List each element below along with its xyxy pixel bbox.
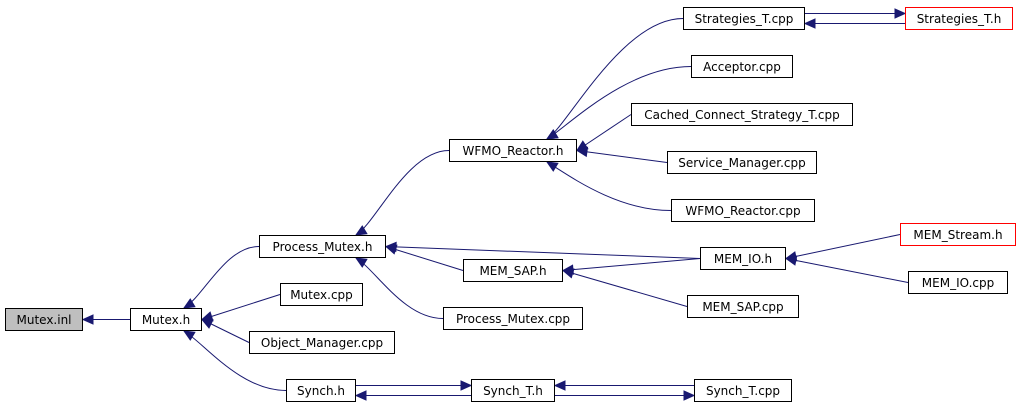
edge-process-mutex-h-to-mutex-h xyxy=(182,246,260,309)
node-strategies-t-h[interactable]: Strategies_T.h xyxy=(905,7,1013,30)
arrowhead-icon xyxy=(545,129,559,140)
node-mutex-cpp[interactable]: Mutex.cpp xyxy=(280,283,363,306)
arrowhead-icon xyxy=(683,390,696,401)
node-mem-sap-cpp[interactable]: MEM_SAP.cpp xyxy=(687,295,799,318)
edge-mem-io-cpp-to-mem-io-h xyxy=(784,255,909,283)
node-mem-stream-h[interactable]: MEM_Stream.h xyxy=(900,223,1016,246)
arrowhead-icon xyxy=(81,314,94,325)
node-mutex-h[interactable]: Mutex.h xyxy=(130,308,202,331)
arrowhead-icon xyxy=(545,161,559,172)
node-acceptor-cpp[interactable]: Acceptor.cpp xyxy=(691,55,793,78)
arrowhead-icon xyxy=(784,255,798,266)
arrowhead-icon xyxy=(354,390,367,401)
edge-mutex-h-to-mutex-inl xyxy=(81,314,130,325)
node-service-manager-cpp[interactable]: Service_Manager.cpp xyxy=(667,151,817,174)
arrowhead-icon xyxy=(553,380,566,391)
edge-object-manager-cpp-to-mutex-h xyxy=(200,318,250,343)
edge-strategies-t-cpp-to-strategies-t-h xyxy=(805,8,907,19)
arrowhead-icon xyxy=(575,146,589,158)
arrowhead-icon xyxy=(894,8,907,19)
edge-strategies-t-h-to-strategies-t-cpp xyxy=(803,18,905,29)
node-cached-connect-strategy-t-cpp[interactable]: Cached_Connect_Strategy_T.cpp xyxy=(631,103,853,126)
edge-cached-connect-strategy-t-cpp-to-wfmo-reactor-h xyxy=(575,114,632,152)
node-wfmo-reactor-cpp[interactable]: WFMO_Reactor.cpp xyxy=(671,199,815,222)
node-strategies-t-cpp[interactable]: Strategies_T.cpp xyxy=(683,7,805,30)
arrowhead-icon xyxy=(354,225,368,236)
arrowhead-icon xyxy=(200,318,214,329)
edge-synch-h-to-mutex-h xyxy=(182,330,287,391)
node-mem-sap-h[interactable]: MEM_SAP.h xyxy=(463,259,563,282)
arrowhead-icon xyxy=(182,330,196,341)
arrowhead-icon xyxy=(460,380,473,391)
edge-synch-t-h-to-synch-t-cpp xyxy=(555,390,696,401)
edge-mem-io-h-to-mem-sap-h xyxy=(561,258,701,275)
node-synch-t-h[interactable]: Synch_T.h xyxy=(471,379,555,402)
edge-synch-h-to-synch-t-h xyxy=(356,380,473,391)
edge-synch-t-cpp-to-synch-t-h xyxy=(553,380,694,391)
arrowhead-icon xyxy=(803,18,816,29)
edge-mem-io-h-to-process-mutex-h xyxy=(384,241,701,259)
edge-acceptor-cpp-to-wfmo-reactor-h xyxy=(545,66,692,140)
edge-process-mutex-cpp-to-process-mutex-h xyxy=(354,257,444,319)
arrowhead-icon xyxy=(182,298,196,309)
arrowhead-icon xyxy=(561,268,575,279)
node-synch-h[interactable]: Synch.h xyxy=(286,379,356,402)
node-process-mutex-cpp[interactable]: Process_Mutex.cpp xyxy=(443,307,583,330)
node-process-mutex-h[interactable]: Process_Mutex.h xyxy=(259,235,386,258)
node-wfmo-reactor-h[interactable]: WFMO_Reactor.h xyxy=(449,139,577,162)
arrowhead-icon xyxy=(384,241,397,253)
node-object-manager-cpp[interactable]: Object_Manager.cpp xyxy=(249,331,395,354)
node-mem-io-h[interactable]: MEM_IO.h xyxy=(700,247,786,270)
edge-wfmo-reactor-cpp-to-wfmo-reactor-h xyxy=(545,161,672,211)
edge-mem-sap-cpp-to-mem-sap-h xyxy=(561,268,688,307)
edge-synch-t-h-to-synch-h xyxy=(354,390,471,401)
edge-wfmo-reactor-h-to-process-mutex-h xyxy=(354,150,450,236)
edge-mem-stream-h-to-mem-io-h xyxy=(784,234,901,262)
node-synch-t-cpp[interactable]: Synch_T.cpp xyxy=(694,379,792,402)
arrowhead-icon xyxy=(354,257,368,268)
node-mem-io-cpp[interactable]: MEM_IO.cpp xyxy=(908,271,1008,294)
edge-mutex-cpp-to-mutex-h xyxy=(200,294,281,322)
node-mutex-inl: Mutex.inl xyxy=(5,308,83,331)
edge-service-manager-cpp-to-wfmo-reactor-h xyxy=(575,146,668,163)
